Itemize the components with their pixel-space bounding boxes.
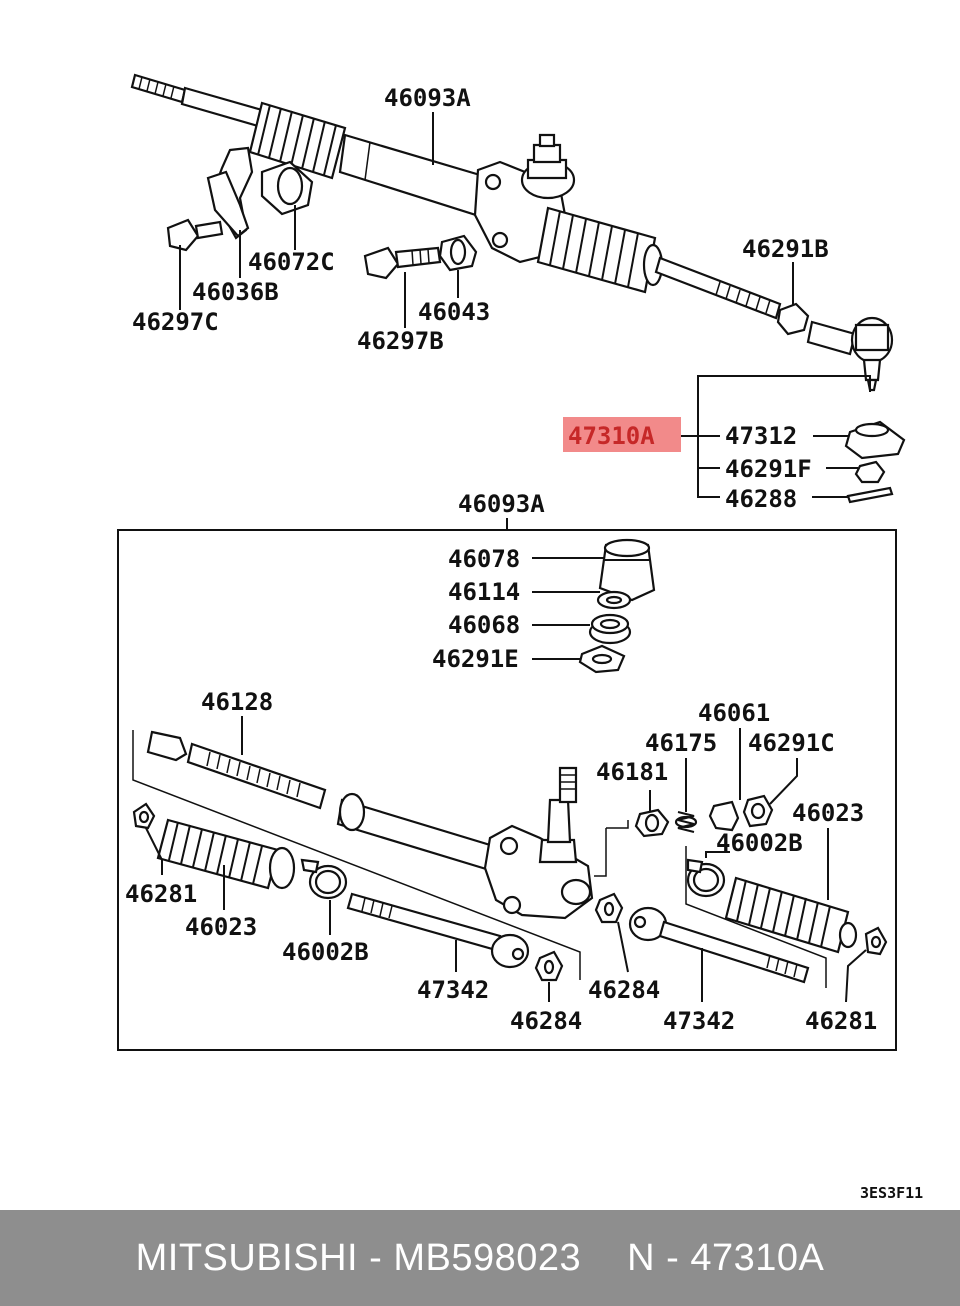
rack-boot-left-box (156, 818, 296, 890)
leader-lines-top (179, 112, 871, 498)
label-46002B-right: 46002B (716, 829, 803, 857)
label-46093A-box: 46093A (458, 490, 545, 518)
label-46043: 46043 (418, 298, 490, 326)
nut-46291E (578, 644, 626, 674)
spring-46175 (674, 811, 698, 833)
clamp-46002B-left (300, 858, 348, 900)
footer-ref: N - 47310A (627, 1236, 825, 1279)
cotter-pin-46288 (846, 486, 894, 504)
washer-46284-middle (534, 950, 564, 982)
tie-rod-47342-left (346, 892, 530, 969)
footer-brand-part: MITSUBISHI - MB598023 (135, 1236, 582, 1279)
rack-bar-46128 (146, 730, 327, 810)
washer-46114 (596, 590, 632, 610)
tie-rod-47342-right (628, 906, 810, 984)
locknut-46291C (742, 794, 774, 828)
bolt-46297B (363, 246, 442, 280)
label-46297B: 46297B (357, 327, 444, 355)
rack-assembly-top (130, 73, 782, 320)
label-46181: 46181 (596, 758, 668, 786)
label-46114: 46114 (448, 578, 520, 606)
mounting-bracket (206, 146, 254, 240)
pinion-seal-46078 (598, 538, 656, 602)
nut-46291F (854, 460, 886, 484)
kit-box (117, 518, 897, 1051)
steering-rack-diagram: 46093A 46072C 46036B 46297C 46043 46297B… (117, 73, 923, 1202)
label-47342-right: 47342 (663, 1007, 735, 1035)
label-46297C: 46297C (132, 308, 219, 336)
clip-46281-right (864, 926, 888, 956)
rack-housing-box (336, 766, 594, 920)
label-46281-right: 46281 (805, 1007, 877, 1035)
label-46291C: 46291C (748, 729, 835, 757)
bolt-46297C (166, 218, 224, 252)
nut-46291B (776, 302, 810, 336)
label-46175: 46175 (645, 729, 717, 757)
washer-46284-right (594, 892, 624, 924)
rack-boot-right-box (724, 876, 858, 954)
label-46068: 46068 (448, 611, 520, 639)
label-46291F: 46291F (725, 455, 812, 483)
tie-rod-end (806, 316, 894, 392)
clamp-46002B-right (686, 858, 726, 898)
bushing-46043 (438, 234, 478, 272)
label-47312: 47312 (725, 422, 797, 450)
label-46023-right: 46023 (792, 799, 864, 827)
leader-lines-box (145, 716, 867, 1003)
label-46284-left: 46284 (510, 1007, 582, 1035)
diagram-code: 3ES3F11 (860, 1184, 923, 1202)
bearing-46068 (588, 613, 632, 645)
label-47310A: 47310A (568, 422, 655, 450)
label-46128: 46128 (201, 688, 273, 716)
label-47342-left: 47342 (417, 976, 489, 1004)
footer-bar: MITSUBISHI - MB598023 N - 47310A (0, 1210, 960, 1306)
label-46284-right: 46284 (588, 976, 660, 1004)
highlight-47310A (563, 417, 681, 452)
dust-boot-47312 (844, 420, 906, 460)
label-46291E: 46291E (432, 645, 519, 673)
label-46281-left: 46281 (125, 880, 197, 908)
label-46072C: 46072C (248, 248, 335, 276)
label-46291B: 46291B (742, 235, 829, 263)
rack-boot-left-top (248, 101, 347, 180)
rack-boot-right-top (536, 206, 664, 294)
bushing-46072C (260, 160, 314, 216)
label-46078: 46078 (448, 545, 520, 573)
leader-lines-seals (532, 557, 604, 660)
cap-46061 (708, 800, 740, 832)
label-46061: 46061 (698, 699, 770, 727)
label-46288: 46288 (725, 485, 797, 513)
grouping-brackets (132, 730, 827, 988)
label-46093A-top: 46093A (384, 84, 471, 112)
clip-46281-left (132, 802, 156, 830)
label-46002B-left: 46002B (282, 938, 369, 966)
yoke-46181 (634, 808, 670, 838)
label-46023-left: 46023 (185, 913, 257, 941)
label-46036B: 46036B (192, 278, 279, 306)
